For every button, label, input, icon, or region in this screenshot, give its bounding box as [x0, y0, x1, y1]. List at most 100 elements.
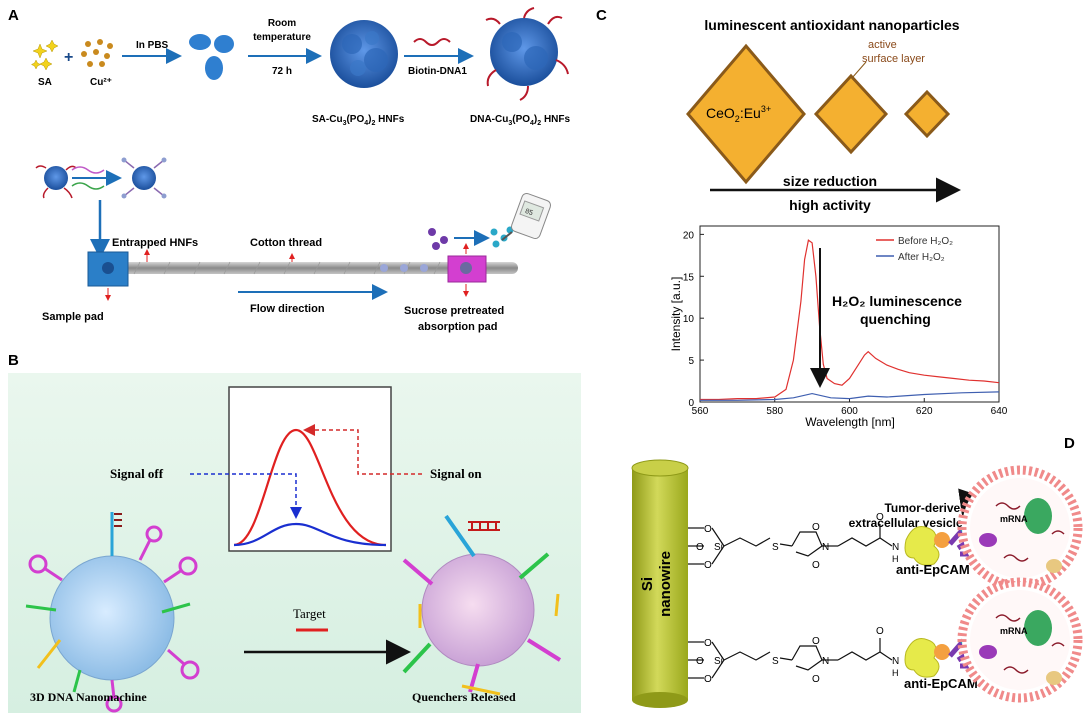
linker-row-1-atoms: O O O Si S O O N O N H [696, 512, 899, 571]
sucrose-label-2: absorption pad [418, 321, 497, 333]
signal-plot-box [228, 386, 392, 552]
sucrose-label-1: Sucrose pretreated [404, 305, 504, 317]
mrna-label-2: mRNA [1000, 626, 1028, 636]
chart-series [700, 239, 1000, 401]
nanoflake-icon [189, 34, 234, 80]
active-layer-pointer [851, 61, 867, 79]
medium-nanoparticle [813, 73, 889, 155]
panel-d: D Si nanowire Tumor-derived extracellula… [631, 435, 1083, 708]
panel-a-letter: A [8, 7, 19, 24]
linker-row-1 [688, 524, 893, 565]
large-nanoparticle [686, 43, 806, 185]
sa-label: SA [38, 77, 52, 88]
x-tick-label: 600 [841, 406, 858, 417]
flow-label: Flow direction [250, 303, 325, 315]
sucrose-molecules-icon [428, 228, 448, 250]
svg-text:O: O [704, 524, 712, 535]
svg-text:O: O [812, 636, 820, 647]
svg-text:O: O [696, 542, 704, 553]
mrna-label-1: mRNA [1000, 514, 1028, 524]
high-activity-label: high activity [789, 197, 871, 213]
signal-off-label: Signal off [110, 466, 164, 481]
signal-off-curve [233, 522, 387, 547]
svg-text:S: S [772, 656, 779, 667]
y-tick-label: 15 [683, 272, 695, 283]
svg-text:O: O [696, 656, 704, 667]
anti-epcam-label-2: anti-EpCAM [904, 676, 978, 691]
panel-b-letter: B [8, 352, 19, 369]
linker-row-2 [688, 638, 893, 679]
dna-hnf-label: DNA-Cu3(PO4)2 HNFs [470, 114, 571, 127]
room-temp-label-2: temperature [253, 32, 311, 43]
svg-text:O: O [876, 626, 884, 637]
hybridized-hnf-icon [121, 157, 167, 199]
svg-text:N: N [892, 656, 899, 667]
hours-label: 72 h [272, 66, 292, 77]
y-tick-label: 5 [688, 356, 694, 367]
released-quenchers-icon [418, 593, 560, 696]
panel-d-letter: D [1064, 435, 1075, 452]
active-label-2: surface layer [862, 53, 925, 65]
sa-hnf-flower-icon [330, 20, 398, 88]
target-label: Target [293, 606, 326, 621]
linker-row-2-atoms: O O O Si S O O N O N H [696, 626, 899, 685]
signal-on-label: Signal on [430, 466, 482, 481]
biotin-label: Biotin-DNA1 [408, 66, 467, 77]
x-tick-label: 560 [692, 406, 709, 417]
in-pbs-label: In PBS [136, 40, 169, 51]
panel-c: C luminescent antioxidant nanoparticles … [596, 7, 1008, 429]
signal-off-arrow [190, 473, 302, 519]
signal-on-arrow [303, 424, 422, 475]
thread-twist [133, 261, 441, 275]
copper-ions-icon [81, 39, 113, 67]
x-tick-label: 640 [991, 406, 1008, 417]
chart-legend: Before H₂O₂ After H₂O₂ [876, 236, 953, 263]
svg-text:O: O [704, 560, 712, 571]
svg-text:H: H [892, 668, 899, 678]
glucometer-icon: 85 [501, 192, 552, 241]
dna-strand-icon [413, 38, 451, 46]
sample-pad-label: Sample pad [42, 311, 104, 323]
sa-hnf-label: SA-Cu3(PO4)2 HNFs [312, 114, 405, 127]
small-hnf-icon [35, 165, 77, 199]
panel-a: A SA + Cu²⁺ In PBS Room temperature 72 h [8, 7, 571, 333]
svg-text:O: O [812, 674, 820, 685]
ev-vesicle-1-icon [957, 465, 1083, 591]
svg-text:S: S [772, 542, 779, 553]
probe-strand-icon [71, 182, 105, 190]
ceo2-label: CeO2:Eu3+ [706, 104, 771, 124]
small-nanoparticle [903, 89, 951, 139]
quenchers-label: Quenchers Released [412, 690, 516, 704]
evs-label-1: Tumor-derived [884, 501, 967, 515]
x-tick-label: 620 [916, 406, 933, 417]
dna-nanomachine-icon [25, 512, 200, 713]
entrapped-label: Entrapped HNFs [112, 237, 198, 249]
ev-vesicle-2-icon [957, 577, 1083, 703]
svg-text:O: O [876, 512, 884, 523]
cotton-thread [118, 262, 518, 274]
target-strand-icon [71, 166, 105, 174]
plus-icon: + [64, 49, 73, 66]
pad-hnf-dot [102, 262, 114, 274]
series-before-h2o2-line [700, 239, 1000, 401]
quenched-nanomachine-icon [402, 514, 562, 693]
sa-star-icon [30, 39, 59, 71]
panel-c-title: luminescent antioxidant nanoparticles [704, 17, 959, 33]
nanomachine-label: 3D DNA Nanomachine [30, 690, 147, 704]
svg-text:O: O [812, 560, 820, 571]
svg-text:N: N [892, 542, 899, 553]
absorption-hnf-dot [460, 262, 472, 274]
room-temp-label-1: Room [268, 18, 296, 29]
x-axis-label: Wavelength [nm] [805, 415, 895, 429]
svg-text:H: H [892, 554, 899, 564]
anti-epcam-label-1: anti-EpCAM [896, 562, 970, 577]
series-after-h2o2-line [700, 391, 1000, 401]
svg-text:N: N [822, 656, 829, 667]
plot-area [699, 225, 1000, 403]
cotton-label: Cotton thread [250, 237, 322, 249]
meter-reading: 85 [524, 208, 534, 217]
si-nanowire [631, 459, 689, 708]
quenching-label-1: H₂O₂ luminescence [832, 293, 962, 309]
svg-text:Si: Si [714, 656, 723, 667]
